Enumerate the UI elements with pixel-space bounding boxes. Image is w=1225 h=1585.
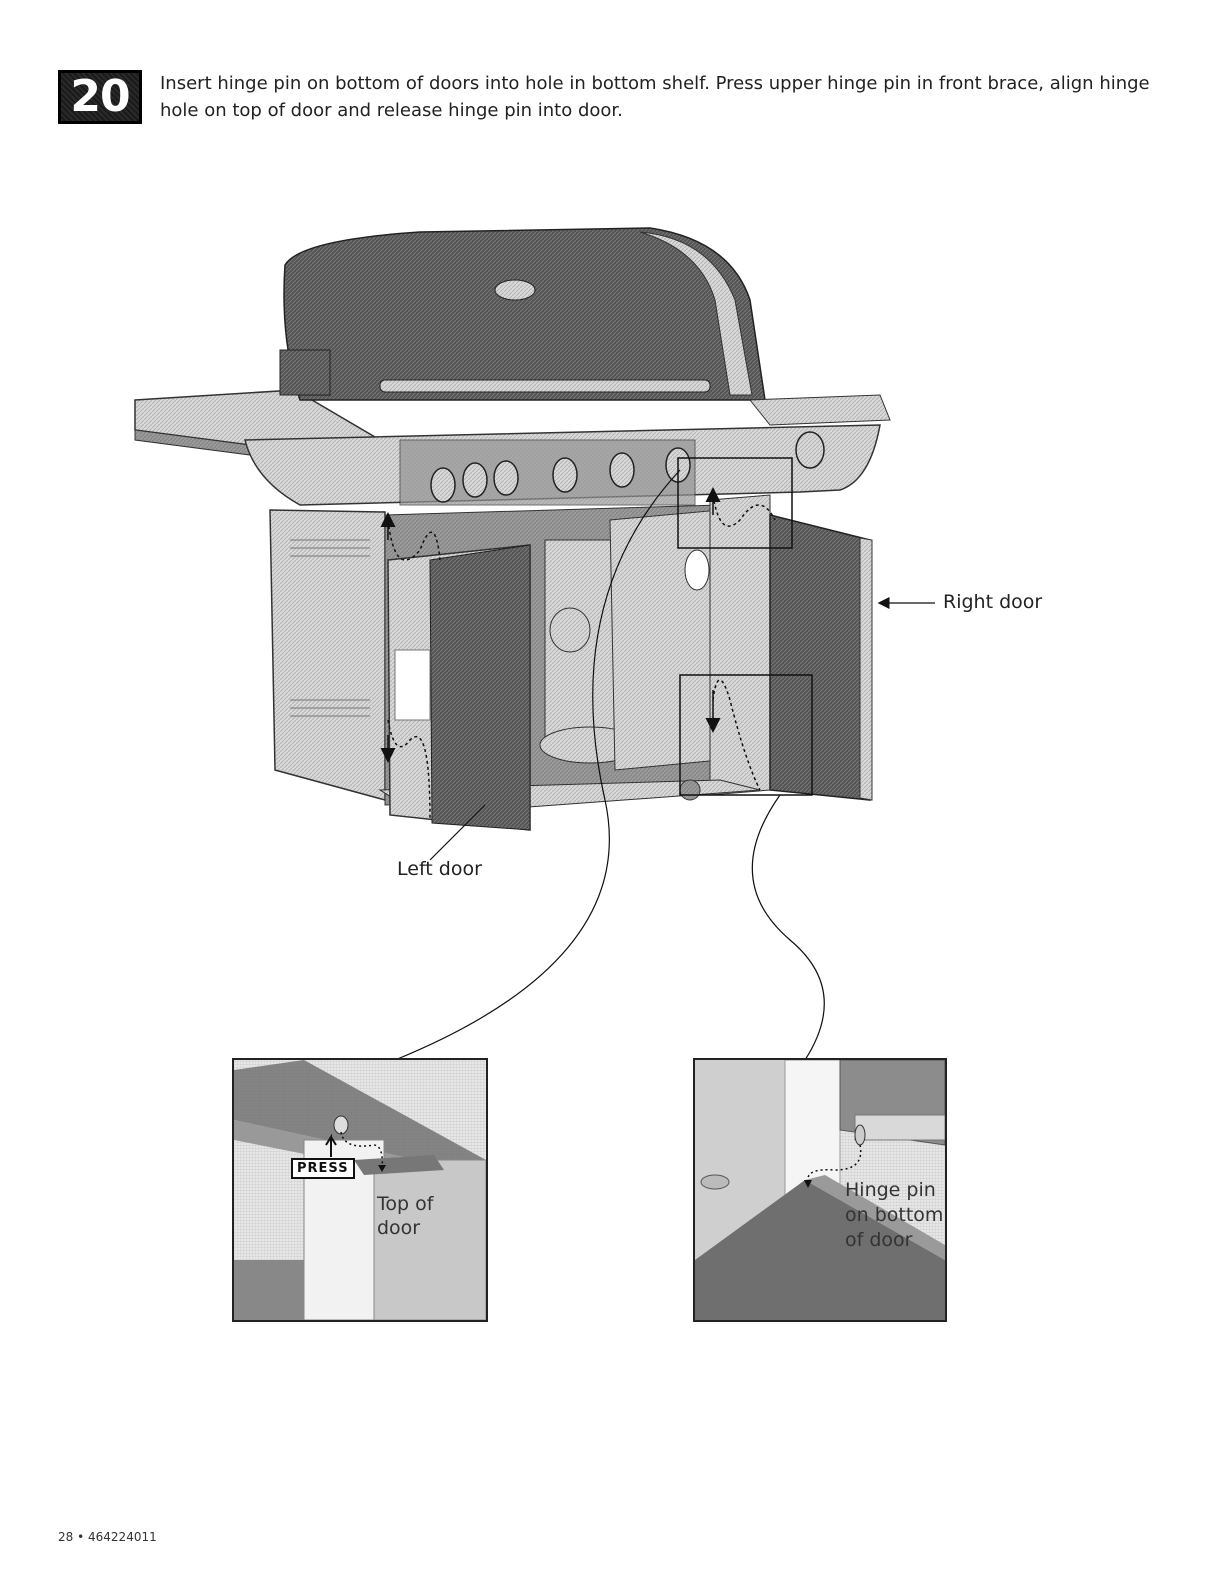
right-door <box>770 515 870 800</box>
page-number: 28 <box>58 1530 73 1544</box>
left-door-callout: Left door <box>397 858 482 880</box>
footer-separator: • <box>77 1530 84 1544</box>
page-footer: 28 • 464224011 <box>58 1530 157 1544</box>
hinge-pin-caption-line2: on bottom <box>845 1203 943 1227</box>
document-number: 464224011 <box>88 1530 157 1544</box>
thermometer <box>495 280 535 300</box>
right-door-callout: Right door <box>943 591 1042 613</box>
top-of-door-caption-line2: door <box>377 1216 420 1240</box>
cart-left-side <box>270 510 385 800</box>
top-of-door-caption-line1: Top of <box>377 1192 433 1216</box>
top-hinge-detail-drawing <box>234 1060 486 1320</box>
detail-top-of-door: PRESS Top of door <box>232 1058 488 1322</box>
detail-bottom-hinge: Hinge pin on bottom of door <box>693 1058 947 1322</box>
press-label: PRESS <box>291 1158 355 1179</box>
hinge-pin-caption-line3: of door <box>845 1228 912 1252</box>
lid-handle <box>380 380 710 392</box>
hinge-pin-caption-line1: Hinge pin <box>845 1178 936 1202</box>
